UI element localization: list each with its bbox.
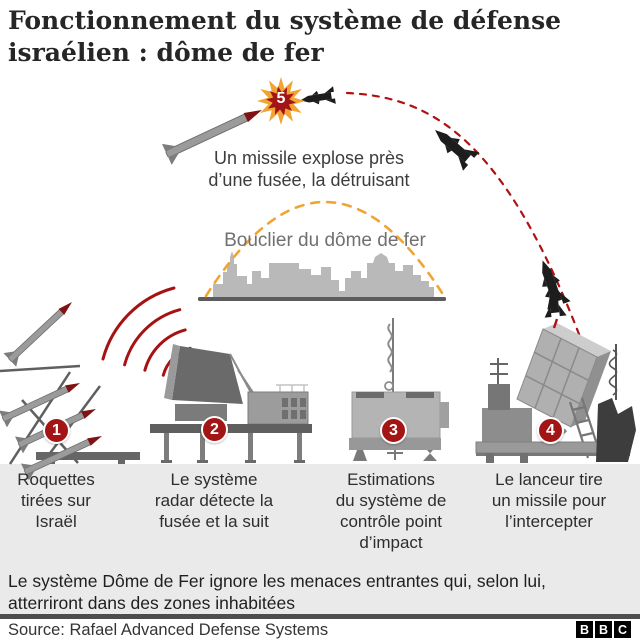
bbc-logo-letter: B: [576, 621, 593, 638]
ground-band: [0, 464, 640, 614]
bbc-logo-letter: C: [614, 621, 631, 638]
title-line: israélien : dôme de fer: [8, 38, 324, 67]
rocket-launcher-icon: [0, 294, 140, 481]
source-credit: Source: Rafael Advanced Defense Systems: [8, 621, 329, 639]
step-1-badge: 1: [43, 417, 70, 444]
step-2-caption: Le système radar détecte la fusée et la …: [154, 470, 274, 531]
step-2-badge: 2: [201, 416, 228, 443]
shield-label: Bouclier du dôme de fer: [224, 230, 426, 251]
launcher-icon: [475, 272, 636, 463]
city-skyline-icon: [198, 251, 446, 301]
dome-arc: [204, 200, 446, 298]
explosion-caption: Un missile explose près d’une fusée, la …: [208, 148, 410, 190]
radar-icon: [150, 344, 312, 463]
trajectory-path: [345, 91, 587, 352]
step-1-caption: Roquettes tirées sur Israël: [17, 470, 95, 531]
bbc-logo: B B C: [576, 621, 631, 638]
step-5-number: 5: [276, 90, 286, 107]
bbc-logo-letter: B: [595, 621, 612, 638]
step-4-caption: Le lanceur tire un missile pour l’interc…: [491, 470, 607, 531]
step-3-badge: 3: [380, 417, 407, 444]
step-4-badge: 4: [537, 417, 564, 444]
footnote: Le système Dôme de Fer ignore les menace…: [8, 571, 546, 613]
title-line: Fonctionnement du système de défense: [8, 6, 562, 35]
divider-line: [0, 614, 640, 619]
page-title: Fonctionnement du système de défense isr…: [8, 5, 632, 69]
explosion-icon: [257, 77, 305, 125]
interceptor-missile-icons: [298, 86, 571, 310]
step-3-caption: Estimations du système de contrôle point…: [335, 470, 447, 552]
